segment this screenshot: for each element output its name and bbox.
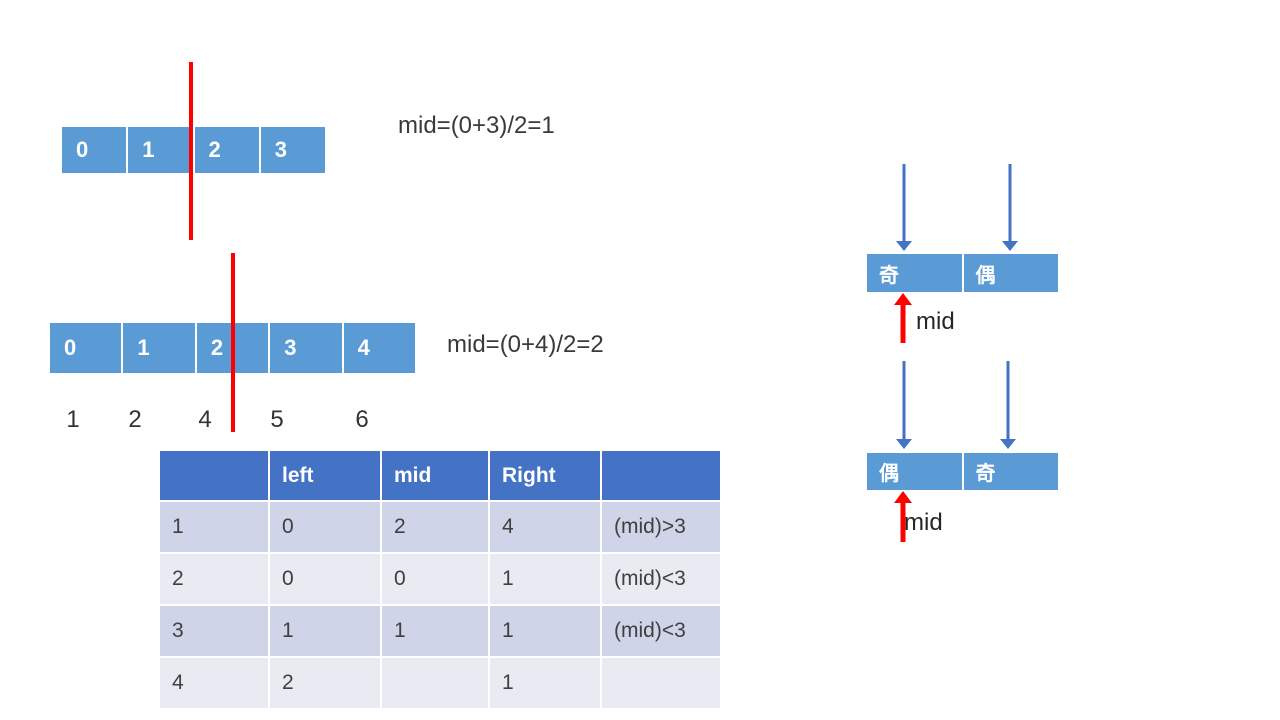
table-cell: 2 bbox=[382, 502, 488, 552]
arrow-shaft bbox=[902, 361, 906, 440]
table-cell bbox=[382, 658, 488, 708]
up-arrow-icon bbox=[894, 491, 912, 542]
table-header-step bbox=[160, 451, 268, 500]
table-cell: 4 bbox=[490, 502, 600, 552]
table-cell: 1 bbox=[490, 658, 600, 708]
value-label-4: 4 bbox=[198, 406, 212, 433]
mid-divider-line-step1 bbox=[189, 62, 193, 240]
down-arrow-icon bbox=[896, 164, 912, 251]
arrow-shaft bbox=[900, 304, 906, 343]
array-step1-cell-0: 0 bbox=[62, 127, 127, 173]
array-step2-cell-1: 1 bbox=[123, 323, 195, 373]
arrow-head bbox=[1000, 439, 1016, 449]
mid-divider-line-step2 bbox=[231, 253, 235, 432]
table-cell: 0 bbox=[270, 502, 380, 552]
table-cell: 4 bbox=[160, 658, 268, 708]
array-step1-cell-1: 1 bbox=[128, 127, 193, 173]
table-cell: 0 bbox=[270, 554, 380, 604]
down-arrow-icon bbox=[896, 361, 912, 449]
mid-pointer-label: mid bbox=[916, 308, 955, 335]
even-odd-array: 偶 奇 bbox=[867, 453, 1058, 490]
value-label-6: 6 bbox=[355, 406, 369, 433]
table-cell bbox=[602, 658, 720, 708]
odd-even-array: 奇 偶 bbox=[867, 254, 1058, 292]
up-arrow-icon bbox=[894, 293, 912, 343]
value-label-2: 2 bbox=[128, 406, 142, 433]
array-step1-cell-2: 2 bbox=[194, 127, 259, 173]
arrow-shaft bbox=[1006, 361, 1010, 440]
arrow-head bbox=[894, 293, 912, 305]
odd-cell: 奇 bbox=[963, 453, 1058, 490]
odd-cell: 奇 bbox=[867, 254, 962, 292]
down-arrow-icon bbox=[1000, 361, 1016, 449]
table-cell: 1 bbox=[490, 554, 600, 604]
arrow-shaft bbox=[1008, 164, 1012, 242]
value-label-1: 1 bbox=[66, 406, 80, 433]
even-cell: 偶 bbox=[867, 453, 962, 490]
table-cell: 1 bbox=[382, 606, 488, 656]
table-cell: 1 bbox=[270, 606, 380, 656]
table-cell: 0 bbox=[382, 554, 488, 604]
table-cell: 1 bbox=[490, 606, 600, 656]
arrow-head bbox=[894, 491, 912, 503]
arrow-head bbox=[1002, 241, 1018, 251]
table-cell: 3 bbox=[160, 606, 268, 656]
arrow-shaft bbox=[900, 502, 906, 542]
table-cell: 1 bbox=[160, 502, 268, 552]
table-cell: (mid)<3 bbox=[602, 606, 720, 656]
array-step1-cell-3: 3 bbox=[260, 127, 325, 173]
arrow-head bbox=[896, 439, 912, 449]
arrow-head bbox=[896, 241, 912, 251]
array-step2-cell-0: 0 bbox=[50, 323, 122, 373]
mid-pointer-label: mid bbox=[904, 509, 943, 536]
table-cell: (mid)<3 bbox=[602, 554, 720, 604]
mid-formula-step2: mid=(0+4)/2=2 bbox=[447, 331, 604, 358]
trace-table: left mid Right 1 0 2 4 (mid)>3 2 0 0 1 (… bbox=[160, 451, 720, 708]
array-step2-cell-3: 3 bbox=[270, 323, 342, 373]
table-cell: 2 bbox=[270, 658, 380, 708]
table-header-note bbox=[602, 451, 720, 500]
table-header-mid: mid bbox=[382, 451, 488, 500]
table-cell: 2 bbox=[160, 554, 268, 604]
arrow-shaft bbox=[902, 164, 906, 242]
table-header-right: Right bbox=[490, 451, 600, 500]
mid-formula-step1: mid=(0+3)/2=1 bbox=[398, 112, 555, 139]
down-arrow-icon bbox=[1002, 164, 1018, 251]
even-cell: 偶 bbox=[963, 254, 1058, 292]
array-step1: 0 1 2 3 bbox=[62, 127, 325, 173]
value-label-5: 5 bbox=[270, 406, 284, 433]
array-step2-cell-4: 4 bbox=[343, 323, 416, 373]
table-header-left: left bbox=[270, 451, 380, 500]
table-cell: (mid)>3 bbox=[602, 502, 720, 552]
